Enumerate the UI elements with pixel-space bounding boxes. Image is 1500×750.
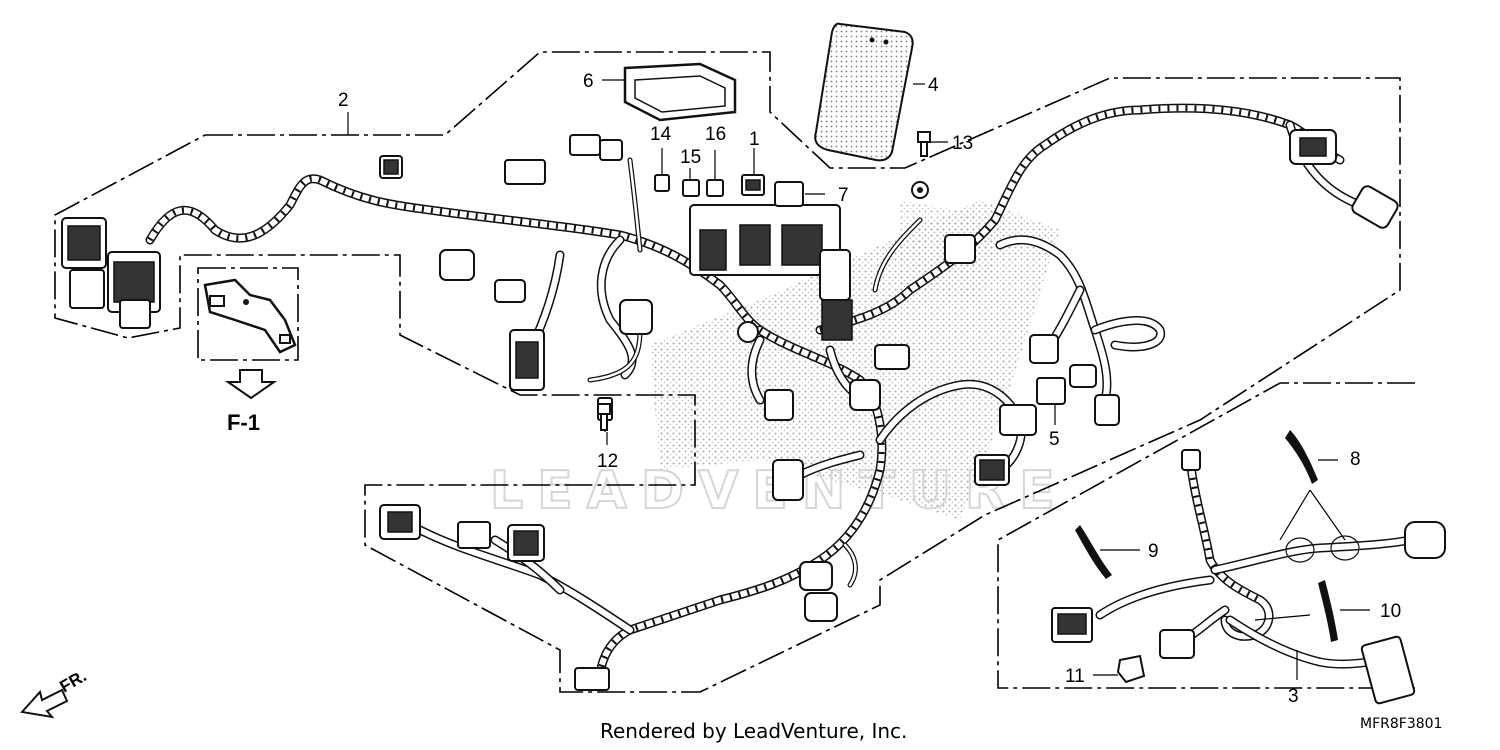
callout-10: 10 [1380, 601, 1401, 622]
diagram-code: MFR8F3801 [1360, 716, 1442, 732]
callout-3: 3 [1288, 686, 1299, 707]
callout-11: 11 [1065, 666, 1085, 687]
part-6-fuse-box-cover [623, 62, 737, 122]
callout-13: 13 [952, 133, 973, 154]
bracket-part [203, 278, 297, 354]
front-direction-indicator: FR. [20, 666, 90, 719]
callout-numbers: 1 2 3 4 5 6 7 8 9 10 11 12 13 14 15 16 [338, 71, 1401, 707]
fuse-and-relay-parts [654, 174, 804, 207]
callout-16: 16 [705, 124, 726, 145]
part-4-insulator-pad [814, 22, 914, 162]
callout-5: 5 [1049, 429, 1060, 450]
part-5-connector [1036, 377, 1066, 405]
harness-group-outline [54, 51, 1401, 693]
left-connector-cluster [61, 217, 161, 329]
callout-4: 4 [928, 75, 939, 96]
junction-block [689, 204, 853, 343]
reference-arrow [224, 369, 278, 400]
rendered-by-text: Rendered by LeadVenture, Inc. [600, 719, 907, 743]
callout-15: 15 [680, 147, 701, 168]
leader-lines [347, 79, 1370, 680]
part-12-screw [597, 403, 611, 431]
reference-label: F-1 [227, 410, 260, 435]
callout-14: 14 [650, 124, 672, 145]
callout-8: 8 [1350, 449, 1361, 470]
front-arrow-icon [20, 688, 69, 719]
callout-6: 6 [583, 71, 594, 92]
main-wire-harness [145, 103, 1365, 688]
callout-2: 2 [338, 90, 349, 111]
callout-1: 1 [749, 129, 760, 150]
bracket-outline [197, 267, 299, 361]
callout-9: 9 [1148, 541, 1159, 562]
harness-connectors [61, 129, 1399, 691]
part-13-bolt [917, 131, 931, 157]
callout-12: 12 [597, 451, 618, 472]
callout-7: 7 [838, 185, 849, 206]
subharness-outline [997, 382, 1415, 689]
sub-harness-part-3 [1051, 430, 1446, 705]
